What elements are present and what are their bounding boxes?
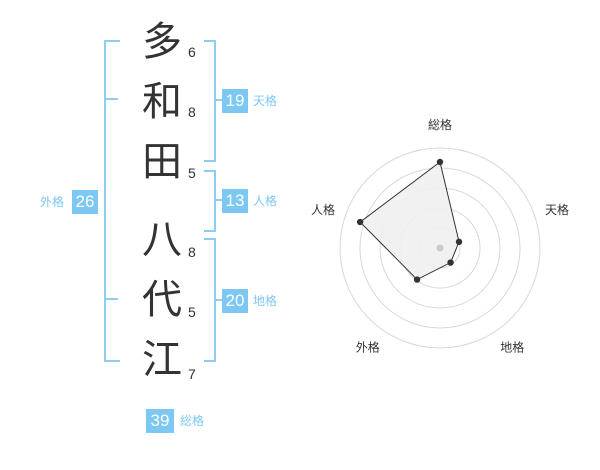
stroke-count-6: 7 <box>188 366 196 382</box>
radar-point-1 <box>436 158 444 166</box>
stroke-count-5: 5 <box>188 304 196 320</box>
radar-center-dot <box>436 244 444 252</box>
gaikaku-value: 26 <box>72 190 98 214</box>
tenkaku-label: 天格 <box>253 94 278 108</box>
stroke-count-4: 8 <box>188 244 196 260</box>
name-char-4: 八 <box>142 217 182 263</box>
jinkaku-value: 13 <box>222 189 248 213</box>
radar-axis-label-5: 人格 <box>311 202 335 217</box>
radar-axis-label-1: 総格 <box>428 117 452 132</box>
stroke-count-2: 8 <box>188 104 196 120</box>
name-char-1: 多 <box>142 19 182 65</box>
stroke-count-3: 5 <box>188 165 196 181</box>
name-char-5: 代 <box>142 277 182 323</box>
radar-point-3 <box>447 259 454 266</box>
name-char-2: 和 <box>142 79 182 125</box>
tenkaku-bracket <box>204 40 216 162</box>
chikaku-label: 地格 <box>253 294 278 308</box>
jinkaku-bracket-tick <box>214 199 222 201</box>
jinkaku-label: 人格 <box>253 194 278 208</box>
radar-point-5 <box>356 218 364 226</box>
radar-axis-label-2: 天格 <box>545 202 569 217</box>
radar-axis-label-3: 地格 <box>500 340 524 355</box>
radar-point-4 <box>413 276 421 283</box>
gaikaku-label: 外格 <box>40 195 65 209</box>
stroke-count-1: 6 <box>188 44 196 60</box>
gaikaku-bracket-tick-2 <box>104 298 118 300</box>
radar-polygon <box>359 161 460 281</box>
soukaku-value: 39 <box>146 409 174 433</box>
chikaku-value: 20 <box>222 289 248 313</box>
chikaku-bracket-tick <box>214 299 222 301</box>
radar-axis-label-4: 外格 <box>356 340 380 355</box>
gaikaku-bracket <box>104 40 120 362</box>
tenkaku-bracket-tick <box>214 99 222 101</box>
jinkaku-bracket <box>204 170 216 232</box>
tenkaku-value: 19 <box>222 89 248 113</box>
name-char-3: 田 <box>142 139 182 185</box>
name-char-6: 江 <box>142 337 182 383</box>
gaikaku-bracket-tick-1 <box>104 98 118 100</box>
radar-point-2 <box>455 238 463 246</box>
radar-grid-ring-5 <box>339 147 541 349</box>
soukaku-label: 総格 <box>180 414 205 428</box>
